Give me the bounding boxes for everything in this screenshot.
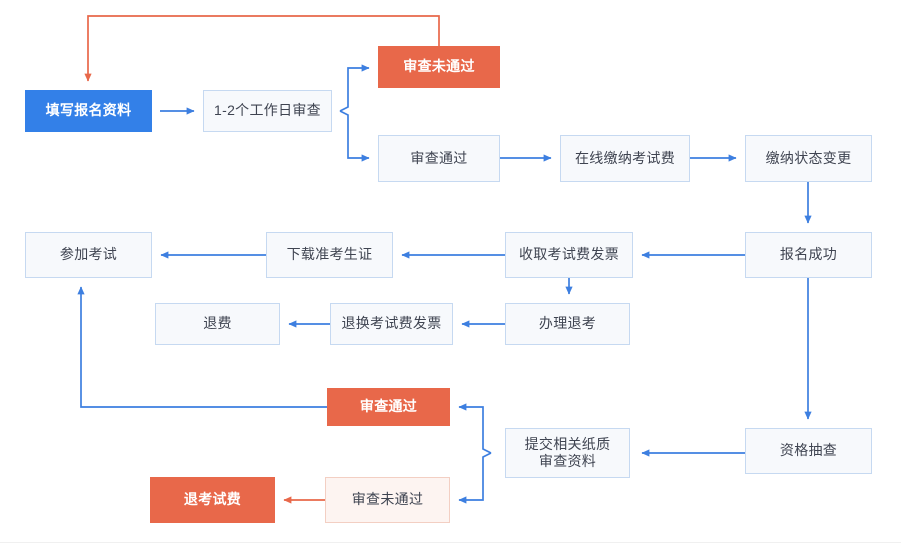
node-label: 缴纳状态变更 (765, 149, 852, 166)
node-fill-application[interactable]: 填写报名资料 (25, 90, 152, 132)
node-label: 审查通过 (410, 149, 468, 166)
node-label: 1-2个工作日审查 (214, 102, 321, 119)
node-registration-success[interactable]: 报名成功 (745, 232, 872, 278)
node-take-exam[interactable]: 参加考试 (25, 232, 152, 278)
footer-divider (0, 542, 901, 543)
node-process-withdrawal[interactable]: 办理退考 (505, 303, 630, 345)
node-pay-exam-fee-online[interactable]: 在线缴纳考试费 (560, 135, 690, 182)
node-label: 审查未通过 (351, 491, 424, 508)
node-label: 收取考试费发票 (518, 246, 620, 263)
node-label: 资格抽查 (779, 442, 838, 459)
node-label: 参加考试 (59, 246, 118, 263)
node-label: 在线缴纳考试费 (574, 149, 676, 166)
node-submit-paper-materials[interactable]: 提交相关纸质 审查资料 (505, 428, 630, 478)
node-review-failed-bottom[interactable]: 审查未通过 (325, 477, 450, 523)
node-qualification-spotcheck[interactable]: 资格抽查 (745, 428, 872, 474)
node-label: 办理退考 (538, 315, 597, 332)
node-label: 报名成功 (779, 246, 838, 263)
node-refund-exam-fee[interactable]: 退考试费 (150, 477, 275, 523)
node-return-fee-invoice[interactable]: 退换考试费发票 (330, 303, 453, 345)
node-refund[interactable]: 退费 (155, 303, 280, 345)
node-review-passed-bottom[interactable]: 审查通过 (327, 388, 450, 426)
node-label: 退费 (203, 315, 232, 332)
node-review-failed-top[interactable]: 审查未通过 (378, 46, 500, 88)
node-label: 退换考试费发票 (341, 315, 442, 332)
node-review-1-2-days[interactable]: 1-2个工作日审查 (203, 90, 332, 132)
node-label: 退考试费 (183, 491, 242, 508)
node-payment-status-changed[interactable]: 缴纳状态变更 (745, 135, 872, 182)
edge-brace-bottom-up (458, 403, 492, 454)
edge-brace-bottom-down (458, 452, 492, 504)
node-download-admit-card[interactable]: 下载准考生证 (266, 232, 393, 278)
edge-brace-split-top (339, 64, 370, 112)
node-label: 审查未通过 (403, 58, 475, 75)
node-receive-fee-invoice[interactable]: 收取考试费发票 (505, 232, 633, 278)
node-label: 提交相关纸质 审查资料 (524, 435, 611, 470)
node-label: 审查通过 (359, 398, 418, 415)
edge-brace-split-bottom (339, 110, 370, 162)
node-label: 下载准考生证 (286, 246, 373, 263)
node-review-passed-top[interactable]: 审查通过 (378, 135, 500, 182)
node-label: 填写报名资料 (45, 102, 132, 119)
